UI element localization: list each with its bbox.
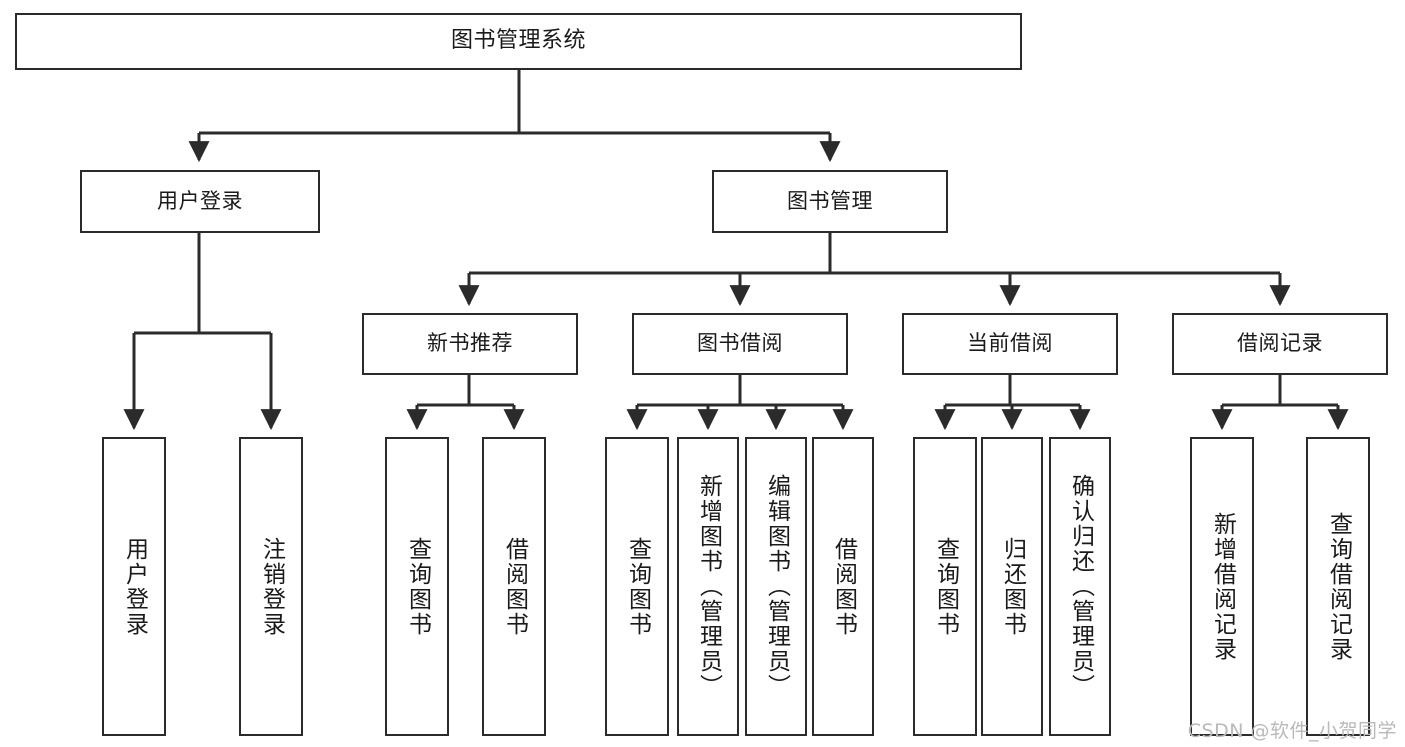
watermark: CSDN @软件_小贺同学 xyxy=(1187,720,1397,742)
node-label: 图书管理系统 xyxy=(450,28,586,54)
node-label: 用户登录 xyxy=(121,536,148,637)
node-label: 新增借阅记录 xyxy=(1209,511,1236,662)
leaf-borrow-book-borrow[interactable]: 借阅图书 xyxy=(812,437,874,736)
leaf-confirm-return-admin[interactable]: 确认归还（管理员） xyxy=(1049,437,1111,736)
leaf-query-book-recommend[interactable]: 查询图书 xyxy=(385,437,449,736)
node-label: 查询借阅记录 xyxy=(1325,511,1352,662)
node-current-borrow[interactable]: 当前借阅 xyxy=(902,313,1118,375)
node-label: 查询图书 xyxy=(404,536,431,637)
leaf-query-book-borrow[interactable]: 查询图书 xyxy=(605,437,669,736)
node-label: 图书借阅 xyxy=(697,331,783,356)
node-label: 用户登录 xyxy=(157,188,243,213)
node-label: 归还图书 xyxy=(999,536,1026,637)
node-label: 注销登录 xyxy=(258,536,285,637)
leaf-add-book-admin[interactable]: 新增图书（管理员） xyxy=(677,437,739,736)
node-label: 借阅图书 xyxy=(501,536,528,637)
node-user-login[interactable]: 用户登录 xyxy=(80,170,320,233)
leaf-query-book-current[interactable]: 查询图书 xyxy=(913,437,977,736)
leaf-edit-book-admin[interactable]: 编辑图书（管理员） xyxy=(745,437,807,736)
node-label: 新书推荐 xyxy=(427,331,513,356)
node-label: 确认归还（管理员） xyxy=(1067,474,1094,699)
leaf-borrow-book-recommend[interactable]: 借阅图书 xyxy=(482,437,546,736)
node-label: 借阅记录 xyxy=(1237,331,1323,356)
node-root-system[interactable]: 图书管理系统 xyxy=(15,13,1022,70)
leaf-return-book[interactable]: 归还图书 xyxy=(981,437,1043,736)
node-new-book-recommend[interactable]: 新书推荐 xyxy=(362,313,578,375)
node-label: 图书管理 xyxy=(787,188,873,213)
leaf-query-borrow-record[interactable]: 查询借阅记录 xyxy=(1306,437,1370,736)
node-label: 编辑图书（管理员） xyxy=(763,474,790,699)
leaf-user-logout[interactable]: 注销登录 xyxy=(239,437,303,736)
node-book-borrow[interactable]: 图书借阅 xyxy=(632,313,848,375)
node-label: 新增图书（管理员） xyxy=(695,474,722,699)
leaf-add-borrow-record[interactable]: 新增借阅记录 xyxy=(1190,437,1254,736)
node-label: 借阅图书 xyxy=(830,536,857,637)
node-book-manage[interactable]: 图书管理 xyxy=(712,170,948,233)
node-label: 查询图书 xyxy=(932,536,959,637)
leaf-user-login[interactable]: 用户登录 xyxy=(102,437,166,736)
node-label: 查询图书 xyxy=(624,536,651,637)
node-label: 当前借阅 xyxy=(967,331,1053,356)
node-borrow-record[interactable]: 借阅记录 xyxy=(1172,313,1388,375)
